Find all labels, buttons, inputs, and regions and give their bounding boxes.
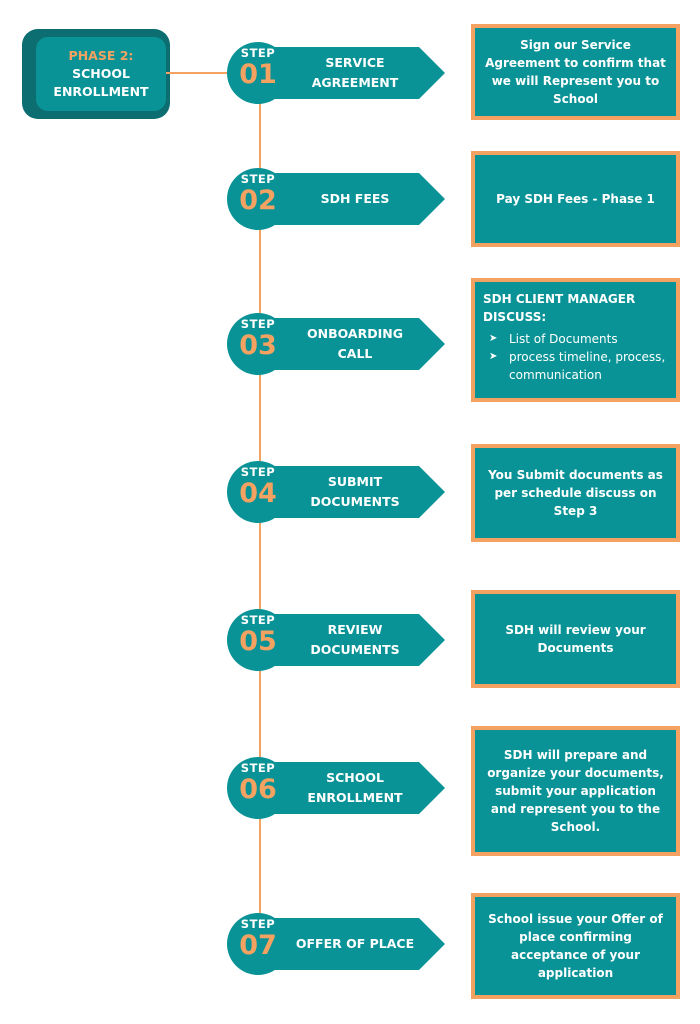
step-circle [227,609,289,671]
list-item-text: process timeline, process, communication [509,350,666,382]
step-number: 03 [239,330,277,361]
step-description-7: School issue your Offer of place confirm… [471,893,680,999]
description-text: SDH will prepare and organize your docum… [487,748,664,834]
description-list: ➤ List of Documents ➤ process timeline, pr… [483,330,668,384]
step-word: STEP [240,172,276,186]
phase-label: PHASE 2: [68,48,134,63]
step-4: STEP 04 SUBMIT DOCUMENTS [227,461,445,523]
step-description-1: Sign our Service Agreement to confirm th… [471,24,680,120]
step-7: STEP 07 OFFER OF PLACE [227,913,445,975]
step-arrow [257,318,445,370]
step-word: STEP [240,761,276,775]
arrowhead-bullet-icon: ➤ [489,333,498,344]
list-item: ➤ process timeline, process, communicatio… [489,348,668,384]
step-word: STEP [240,917,276,931]
step-title: SERVICE AGREEMENT [311,55,399,90]
step-arrow [257,918,445,970]
phase-connector [166,72,236,74]
step-2: STEP 02 SDH FEES [227,168,445,230]
description-text: Pay SDH Fees - Phase 1 [496,192,655,206]
step-title: SUBMIT DOCUMENTS [310,474,400,509]
step-title: OFFER OF PLACE [295,936,415,951]
description-text: Sign our Service Agreement to confirm th… [485,38,666,106]
step-circle [227,42,289,104]
description-text: School issue your Offer of place confirm… [488,912,663,980]
step-number: 04 [239,478,277,509]
phase-title: SCHOOL ENROLLMENT [53,66,149,99]
step-6: STEP 06 SCHOOL ENROLLMENT [227,757,445,819]
step-number: 02 [239,185,277,216]
step-circle [227,168,289,230]
description-heading: SDH CLIENT MANAGER DISCUSS: [483,292,636,324]
list-item: ➤ List of Documents [489,330,668,348]
step-1: STEP 01 SERVICE AGREEMENT [227,42,445,104]
description-text: You Submit documents as per schedule dis… [488,468,663,518]
step-number: 01 [239,59,277,90]
step-title: ONBOARDING CALL [307,326,403,361]
step-number: 06 [239,774,277,805]
description-text: SDH will review your Documents [505,623,646,655]
step-title: REVIEW DOCUMENTS [310,622,400,657]
step-description-2: Pay SDH Fees - Phase 1 [471,151,680,247]
list-item-text: List of Documents [509,332,618,346]
step-arrow [257,47,445,99]
step-number: 07 [239,930,277,961]
step-word: STEP [240,317,276,331]
phase-badge: PHASE 2: SCHOOL ENROLLMENT [36,37,166,111]
step-title: SDH FEES [320,191,390,206]
step-circle [227,313,289,375]
step-title: SCHOOL ENROLLMENT [307,770,403,805]
step-word: STEP [240,613,276,627]
step-circle [227,913,289,975]
step-5: STEP 05 REVIEW DOCUMENTS [227,609,445,671]
arrowhead-bullet-icon: ➤ [489,351,498,362]
step-word: STEP [240,465,276,479]
step-circle [227,757,289,819]
step-description-3: SDH CLIENT MANAGER DISCUSS: ➤ List of Doc… [471,278,680,402]
step-word: STEP [240,46,276,60]
step-3: STEP 03 ONBOARDING CALL [227,313,445,375]
step-arrow [257,614,445,666]
step-description-6: SDH will prepare and organize your docum… [471,726,680,856]
step-arrow [257,762,445,814]
step-description-5: SDH will review your Documents [471,590,680,688]
step-arrow [257,466,445,518]
step-number: 05 [239,626,277,657]
step-circle [227,461,289,523]
step-arrow [257,173,445,225]
step-description-4: You Submit documents as per schedule dis… [471,444,680,542]
